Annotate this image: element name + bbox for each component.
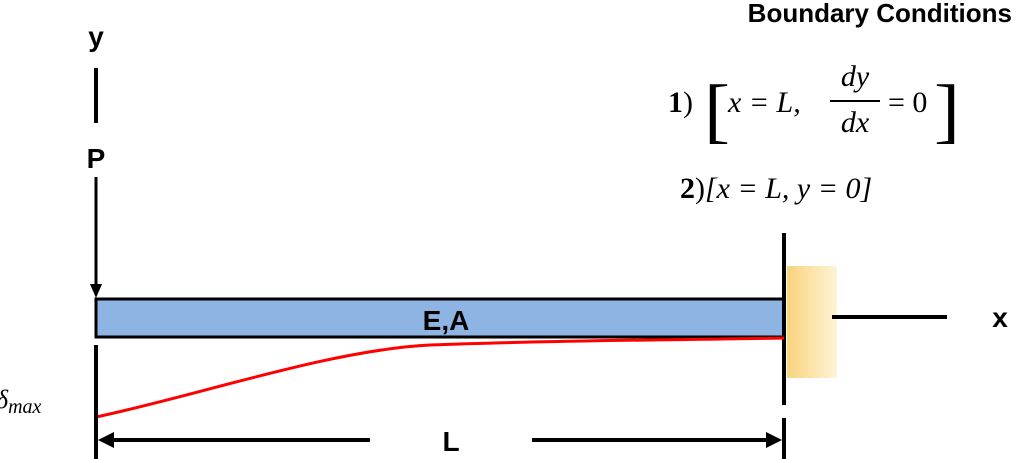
condition-1-lhs: x = L, bbox=[727, 86, 801, 119]
length-label: L bbox=[442, 426, 459, 457]
condition-1-paren: ) bbox=[683, 86, 693, 119]
load-label: P bbox=[87, 143, 106, 174]
condition-2-text: [x = L, y = 0] bbox=[705, 172, 872, 205]
x-axis-label: x bbox=[992, 302, 1008, 333]
boundary-condition-1: 1) [ x = L, dy dx = 0 ] bbox=[668, 60, 960, 151]
length-arrow-left-head bbox=[98, 432, 114, 448]
deflection-curve bbox=[95, 336, 785, 419]
condition-1-rhs: = 0 bbox=[888, 86, 927, 119]
condition-1-number: 1 bbox=[668, 86, 683, 119]
boundary-condition-2: 2)[x = L, y = 0] bbox=[680, 172, 872, 205]
condition-1-close-bracket: ] bbox=[934, 71, 960, 150]
load-arrow-head bbox=[90, 284, 102, 298]
svg-text:2)[x = L, y = 0]: 2)[x = L, y = 0] bbox=[680, 172, 872, 205]
condition-2-number: 2 bbox=[680, 172, 695, 205]
length-arrow-right-head bbox=[766, 432, 782, 448]
condition-1-frac-den: dx bbox=[841, 106, 870, 139]
deflection-symbol: δ bbox=[0, 385, 9, 414]
deflection-max-label: δmax bbox=[0, 385, 42, 418]
condition-2-paren: ) bbox=[695, 172, 705, 205]
beam-label: E,A bbox=[423, 305, 470, 336]
condition-1-open-bracket: [ bbox=[704, 71, 730, 150]
svg-text:1): 1) bbox=[668, 86, 693, 119]
deflection-subscript: max bbox=[8, 396, 41, 418]
condition-1-frac-num: dy bbox=[841, 60, 870, 93]
boundary-conditions-title: Boundary Conditions bbox=[748, 0, 1012, 28]
y-axis-label: y bbox=[88, 21, 104, 52]
wall-support bbox=[787, 266, 837, 378]
